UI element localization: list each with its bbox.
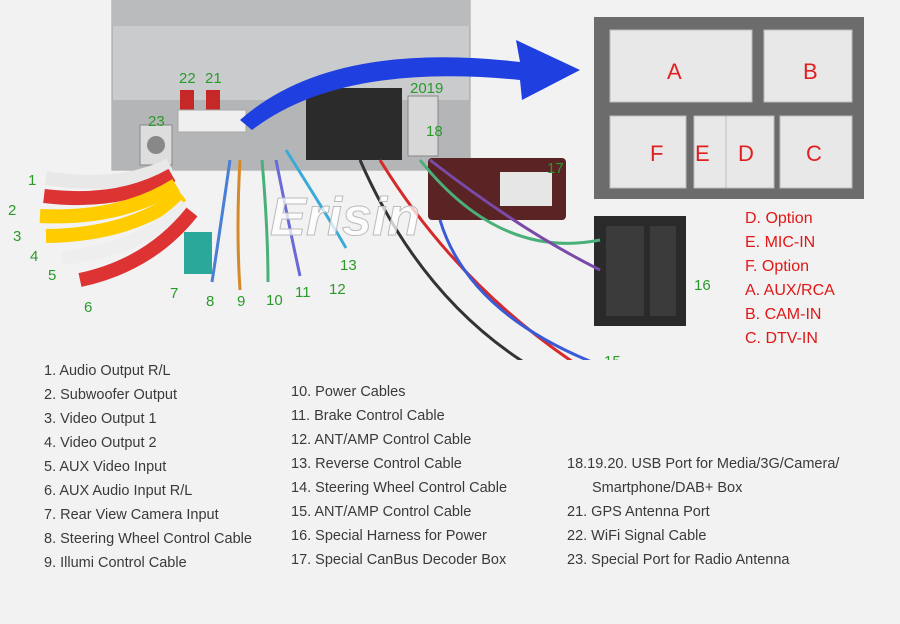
callout-9: 9: [237, 293, 245, 310]
callout-17: 17: [547, 160, 564, 177]
legend-item: 3. Video Output 1: [44, 411, 157, 427]
callout-13: 13: [340, 257, 357, 274]
legend-item: 9. Illumi Control Cable: [44, 555, 187, 571]
callout-7: 7: [170, 285, 178, 302]
legend-item: 15. ANT/AMP Control Cable: [291, 504, 472, 520]
antenna-jacks: [177, 90, 247, 133]
loose-wires: [210, 149, 601, 360]
connector-label-b: B: [803, 59, 818, 84]
legend-item: 18.19.20. USB Port for Media/3G/Camera/: [567, 456, 840, 472]
legend-item: 12. ANT/AMP Control Cable: [291, 432, 472, 448]
callout-11: 11: [295, 284, 311, 301]
usb-ports: [407, 95, 439, 157]
head-unit-chassis: [111, 0, 471, 171]
legend-item: 1. Audio Output R/L: [44, 363, 171, 379]
callout-10: 10: [266, 292, 283, 309]
legend-item: 17. Special CanBus Decoder Box: [291, 552, 507, 568]
connector-label-c: C: [806, 141, 822, 166]
callout-6: 6: [84, 299, 92, 316]
power-connector-socket: [306, 88, 402, 160]
legend-column-1: 1. Audio Output R/L 2. Subwoofer Output …: [44, 359, 252, 575]
legend-item: 10. Power Cables: [291, 384, 406, 400]
legend-item: 5. AUX Video Input: [44, 459, 167, 475]
legend-item: 22. WiFi Signal Cable: [567, 528, 707, 544]
callout-2: 2: [8, 202, 16, 219]
option-item: E. MIC-IN: [745, 234, 816, 251]
callout-2019: 2019: [410, 80, 443, 97]
callout-23: 23: [148, 113, 165, 130]
option-item: B. CAM-IN: [745, 306, 822, 323]
option-item: D. Option: [745, 210, 813, 227]
callout-12: 12: [329, 281, 346, 298]
legend-item: 4. Video Output 2: [44, 435, 157, 451]
legend-item: 14. Steering Wheel Control Cable: [291, 480, 508, 496]
power-harness-connector: [594, 216, 686, 326]
legend-item: 16. Special Harness for Power: [291, 528, 487, 544]
callout-1: 1: [28, 172, 36, 189]
legend-item: 8. Steering Wheel Control Cable: [44, 531, 252, 547]
callout-22: 22: [179, 70, 196, 87]
callout-18: 18: [426, 123, 443, 140]
callout-4: 4: [30, 248, 38, 265]
legend-item: 7. Rear View Camera Input: [44, 507, 219, 523]
option-item: F. Option: [745, 258, 810, 275]
legend-item: 11. Brake Control Cable: [291, 408, 445, 424]
callout-21: 21: [205, 70, 222, 87]
connector-label-a: A: [667, 59, 682, 84]
legend-item: 2. Subwoofer Output: [44, 387, 177, 403]
callout-16: 16: [694, 277, 711, 294]
callout-15: 15: [604, 353, 621, 360]
connector-options-list: D. Option E. MIC-IN F. Option A. AUX/RCA…: [745, 207, 835, 351]
rca-cables: [39, 158, 212, 287]
callout-3: 3: [13, 228, 21, 245]
wiring-diagram: A B F E D C Erisin 1 2 3 4 5 6 7 8 9 10 …: [8, 0, 864, 360]
connector-label-d: D: [738, 141, 754, 166]
brand-watermark: Erisin: [270, 187, 420, 247]
legend-item: 13. Reverse Control Cable: [291, 456, 462, 472]
legend-item: 6. AUX Audio Input R/L: [44, 483, 193, 499]
blue-arrow: [240, 40, 580, 130]
legend-item-continuation: Smartphone/DAB+ Box: [592, 480, 743, 496]
option-item: C. DTV-IN: [745, 330, 818, 347]
option-item: A. AUX/RCA: [745, 282, 835, 299]
connector-label-e: E: [695, 141, 710, 166]
legend-item: 23. Special Port for Radio Antenna: [567, 552, 790, 568]
legend-item: 21. GPS Antenna Port: [567, 504, 710, 520]
callout-8: 8: [206, 293, 214, 310]
connector-photo: [594, 17, 864, 199]
legend-column-3: 18.19.20. USB Port for Media/3G/Camera/ …: [567, 452, 839, 572]
legend-column-2: 10. Power Cables 11. Brake Control Cable…: [291, 380, 507, 572]
connector-label-f: F: [650, 141, 663, 166]
callout-5: 5: [48, 267, 56, 284]
